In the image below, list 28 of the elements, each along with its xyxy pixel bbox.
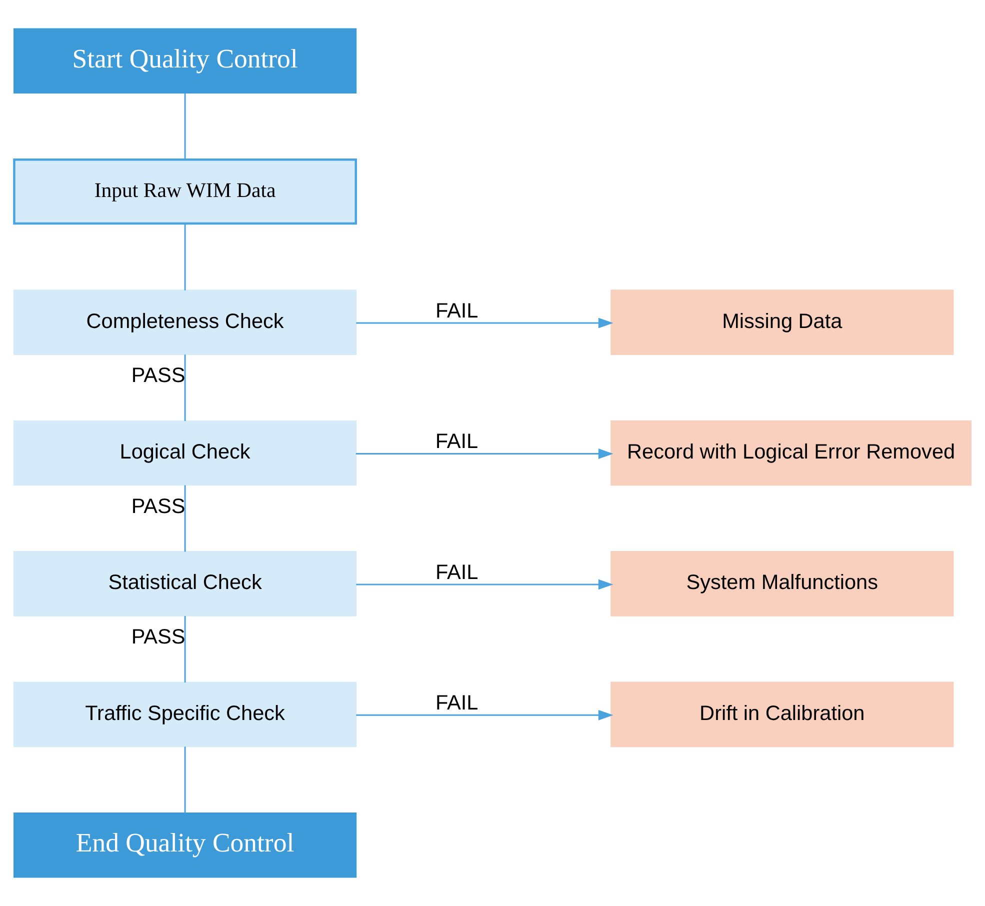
connector [184,746,186,814]
node-box: Record with Logical Error Removed [610,420,972,486]
node-box: System Malfunctions [610,551,954,616]
connector [184,485,186,552]
connector [184,224,186,290]
arrow [356,318,614,328]
node-box: Start Quality Control [13,28,357,94]
arrow [356,579,614,590]
edge-label: FAIL [435,692,478,715]
node-box: Drift in Calibration [610,682,954,748]
edge-label: FAIL [435,430,478,454]
node-box: Traffic Specific Check [13,682,357,748]
node-box: End Quality Control [13,812,357,878]
edge-label: PASS [131,494,186,518]
node-box: Input Raw WIM Data [13,158,357,225]
connector [184,354,186,422]
edge-label: FAIL [435,299,478,322]
node-box: Statistical Check [13,551,357,616]
arrow [356,448,614,459]
connector [184,93,186,160]
edge-label: PASS [131,626,186,649]
edge-label: PASS [131,364,186,388]
node-box: Completeness Check [13,290,357,355]
arrow [356,710,614,720]
node-box: Missing Data [610,290,954,355]
edge-label: FAIL [435,560,478,584]
connector [184,616,186,682]
node-box: Logical Check [13,420,357,486]
